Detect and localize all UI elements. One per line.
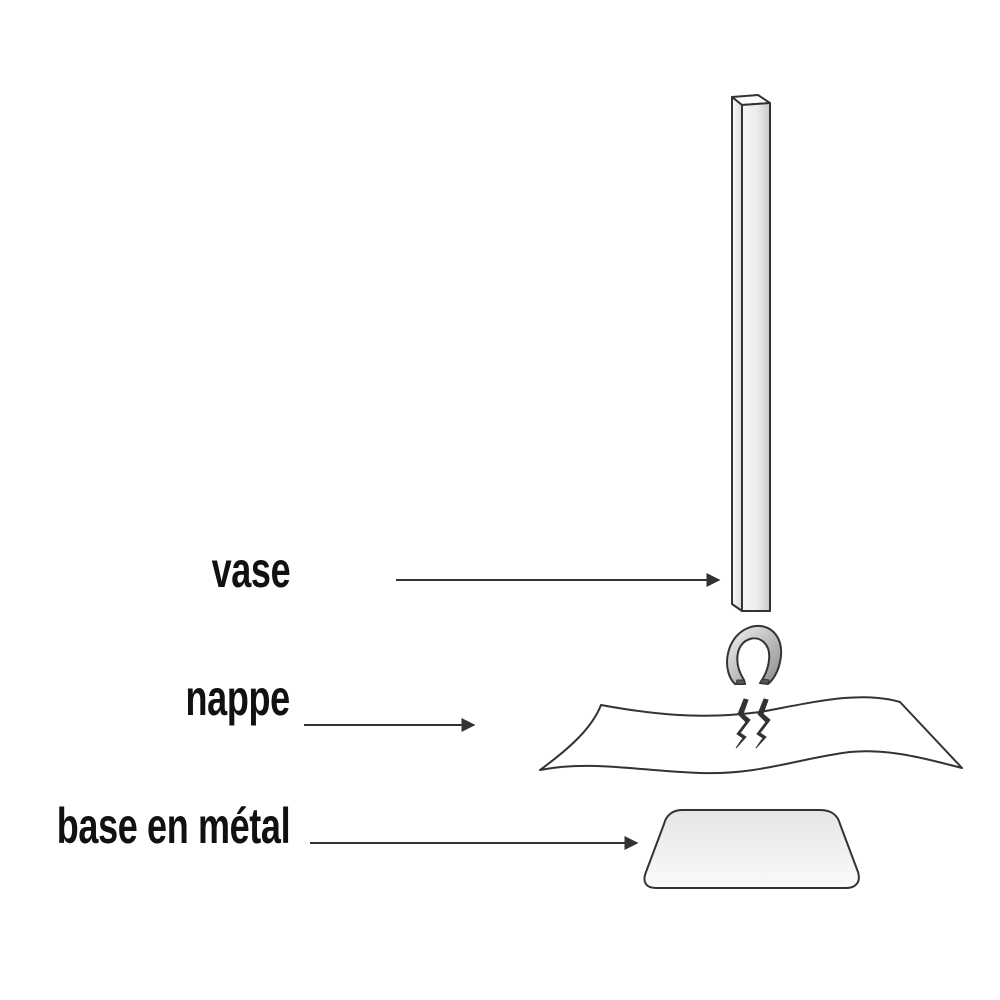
lightning-bolt-icons (735, 698, 771, 749)
base-metal-illustration (643, 809, 860, 889)
label-base-en-metal: base en métal (56, 798, 291, 854)
label-vase: vase (211, 542, 290, 598)
label-nappe: nappe (185, 670, 291, 726)
vase-illustration (731, 94, 771, 612)
nappe-illustration (539, 696, 963, 775)
magnet-icon (726, 625, 783, 685)
